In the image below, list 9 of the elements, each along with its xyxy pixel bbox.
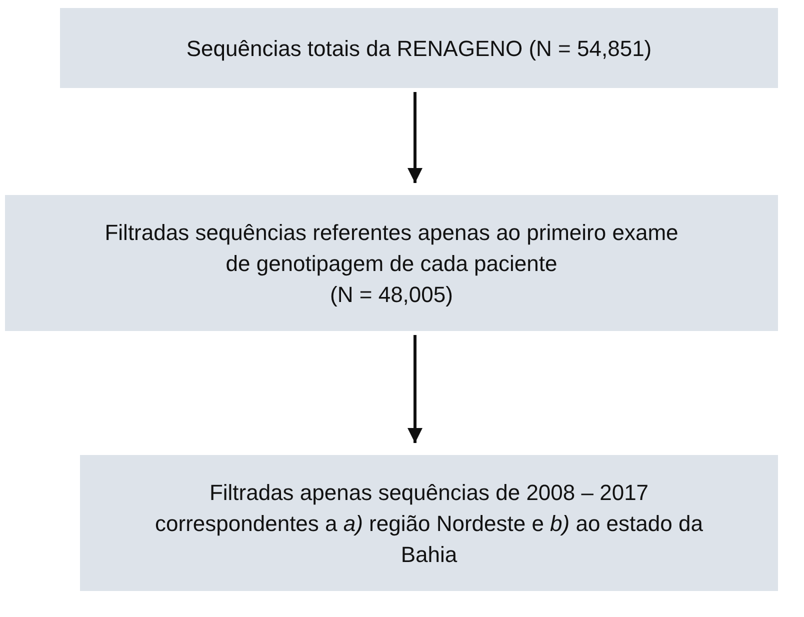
box-text: (N = 48,005) <box>330 280 453 308</box>
box-text: Filtradas sequências referentes apenas ao primeiro exame de genotipagem de cada paciente <box>104 218 680 278</box>
box-text: Filtradas apenas sequências de 2008 – 2017 correspondentes a a) região Nordeste e b) ao estado da Bahia <box>154 478 704 568</box>
process-box <box>5 195 778 331</box>
box-text: Sequências totais da RENAGENO (N = 54,851) <box>186 34 652 63</box>
arrow <box>408 92 422 183</box>
process-box <box>80 455 778 591</box>
arrow <box>408 335 422 443</box>
process-box <box>60 8 778 88</box>
